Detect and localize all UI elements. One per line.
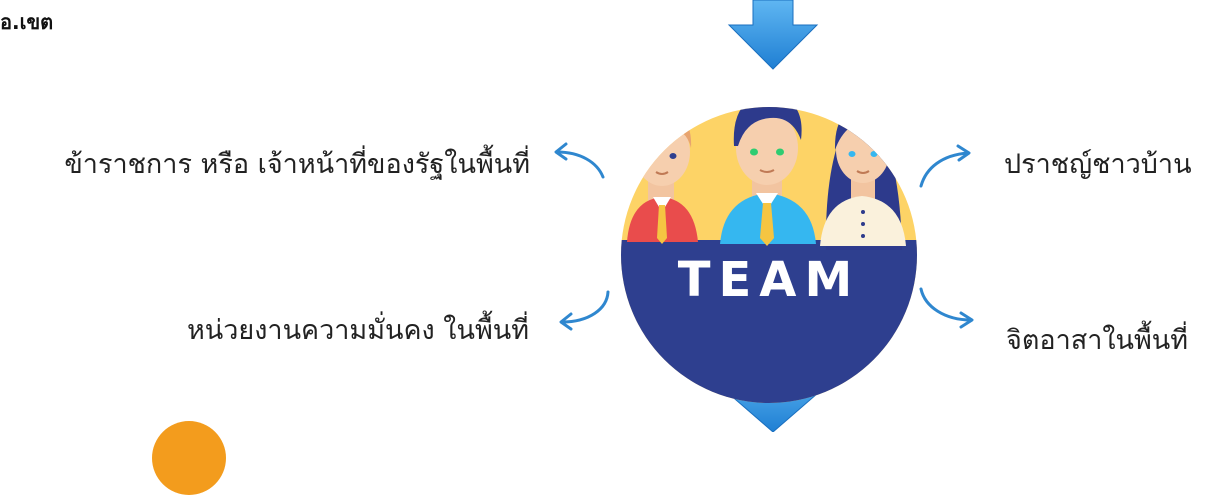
role-label-volunteers: จิตอาสาในพื้นที่ xyxy=(1006,325,1189,356)
team-illustration: TEAM xyxy=(621,107,917,403)
page-title: อ.เขต xyxy=(0,10,54,34)
curved-arrow-icon-top-right xyxy=(919,144,971,188)
team-badge-text: TEAM xyxy=(678,252,860,308)
role-label-local-sage: ปราชญ์ชาวบ้าน xyxy=(1004,149,1192,180)
role-label-security-agency: หน่วยงานความมั่นคง ในพื้นที่ xyxy=(187,315,529,346)
curved-arrow-icon-bottom-left xyxy=(559,290,610,331)
role-label-officials: ข้าราชการ หรือ เจ้าหน้าที่ของรัฐในพื้นที… xyxy=(64,149,530,180)
curved-arrow-icon-top-left xyxy=(554,142,605,179)
team-diagram: TEAM xyxy=(554,0,974,432)
orange-circle-decoration xyxy=(152,421,226,495)
curved-arrow-icon-bottom-right xyxy=(919,287,974,329)
down-arrow-icon-top xyxy=(727,0,819,70)
